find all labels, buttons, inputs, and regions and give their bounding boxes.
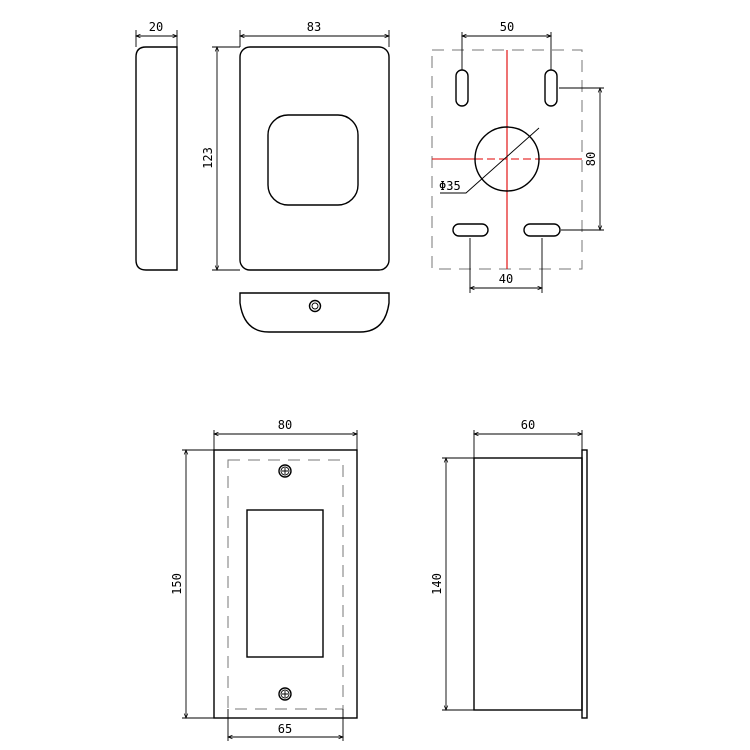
dim-top-slot-spacing: 50 xyxy=(500,20,514,34)
dim-plate-width: 80 xyxy=(278,418,292,432)
side-view: 20 xyxy=(136,20,177,271)
front-view: 83 123 xyxy=(201,20,389,270)
dim-side-width: 20 xyxy=(149,20,163,34)
dim-bottom-slot-spacing: 40 xyxy=(499,272,513,286)
dim-plate-height: 150 xyxy=(170,573,184,595)
dim-front-width: 83 xyxy=(307,20,321,34)
screw-icon xyxy=(278,687,292,701)
bottom-view xyxy=(239,292,390,333)
dim-hole-diameter: Φ35 xyxy=(439,179,461,193)
mounting-plate: 50 80 40 Φ35 xyxy=(431,20,604,293)
dim-vertical-slot-spacing: 80 xyxy=(584,152,598,166)
dim-box-height: 140 xyxy=(430,573,444,595)
dim-inner-width: 65 xyxy=(278,722,292,736)
front-plate-view: 80 150 65 xyxy=(170,418,357,741)
dim-front-height: 123 xyxy=(201,147,215,169)
side-box-view: 60 140 xyxy=(430,418,588,719)
dim-box-depth: 60 xyxy=(521,418,535,432)
screw-icon xyxy=(278,464,292,478)
